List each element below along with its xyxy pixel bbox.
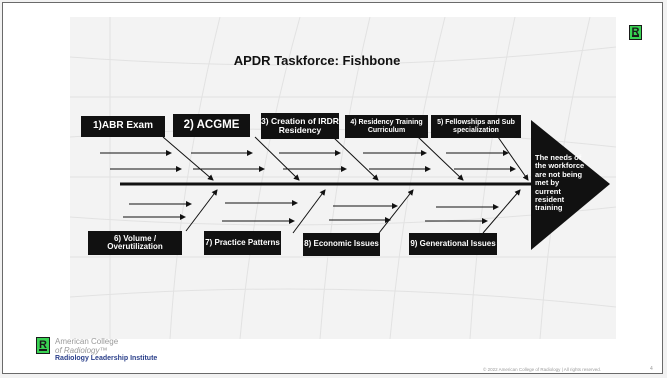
slide-title: APDR Taskforce: Fishbone bbox=[233, 53, 401, 68]
logo-letter: R bbox=[631, 26, 640, 38]
top-bone-3 bbox=[332, 136, 379, 181]
cause-box-5: 5) Fellowships and Sub specialization bbox=[431, 115, 521, 138]
cause-box-6: 6) Volume / Overutilization bbox=[88, 231, 182, 255]
fishbone-diagram bbox=[100, 120, 610, 250]
cause-box-3: 3) Creation of IRDR Residency bbox=[261, 113, 339, 139]
bottom-bone-7 bbox=[292, 189, 326, 234]
fishbone-head bbox=[531, 120, 610, 250]
footer-logo-letter: R bbox=[39, 339, 47, 351]
org-name-line1: American College bbox=[55, 337, 119, 346]
copyright-text: © 2022 American College of Radiology | A… bbox=[483, 367, 602, 372]
acr-logo-icon: R bbox=[629, 25, 642, 40]
cause-box-4: 4) Residency Training Curriculum bbox=[345, 115, 428, 138]
acr-footer-logo-icon: R bbox=[36, 337, 50, 354]
bottom-bone-9 bbox=[482, 189, 521, 234]
org-name-line2: of Radiology™ bbox=[55, 346, 108, 355]
cause-box-2: 2) ACGME bbox=[173, 114, 250, 137]
bottom-bone-8 bbox=[378, 189, 414, 234]
bottom-bone-6 bbox=[185, 189, 218, 232]
effect-label: The needs of the workforce are not being… bbox=[535, 153, 585, 213]
org-name-line3: Radiology Leadership Institute bbox=[55, 355, 158, 362]
cause-box-9: 9) Generational Issues bbox=[409, 233, 497, 255]
cause-box-8: 8) Economic Issues bbox=[303, 233, 380, 256]
top-bone-1 bbox=[162, 136, 214, 181]
page-number: 4 bbox=[650, 366, 653, 372]
top-bone-4 bbox=[417, 136, 464, 181]
top-bone-5 bbox=[497, 136, 529, 181]
cause-box-7: 7) Practice Patterns bbox=[204, 231, 281, 255]
cause-box-1: 1)ABR Exam bbox=[81, 116, 165, 137]
top-bone-2 bbox=[254, 136, 300, 181]
slide-frame: APDR Taskforce: Fishbone 1)ABR Exam 2) A… bbox=[2, 2, 663, 374]
